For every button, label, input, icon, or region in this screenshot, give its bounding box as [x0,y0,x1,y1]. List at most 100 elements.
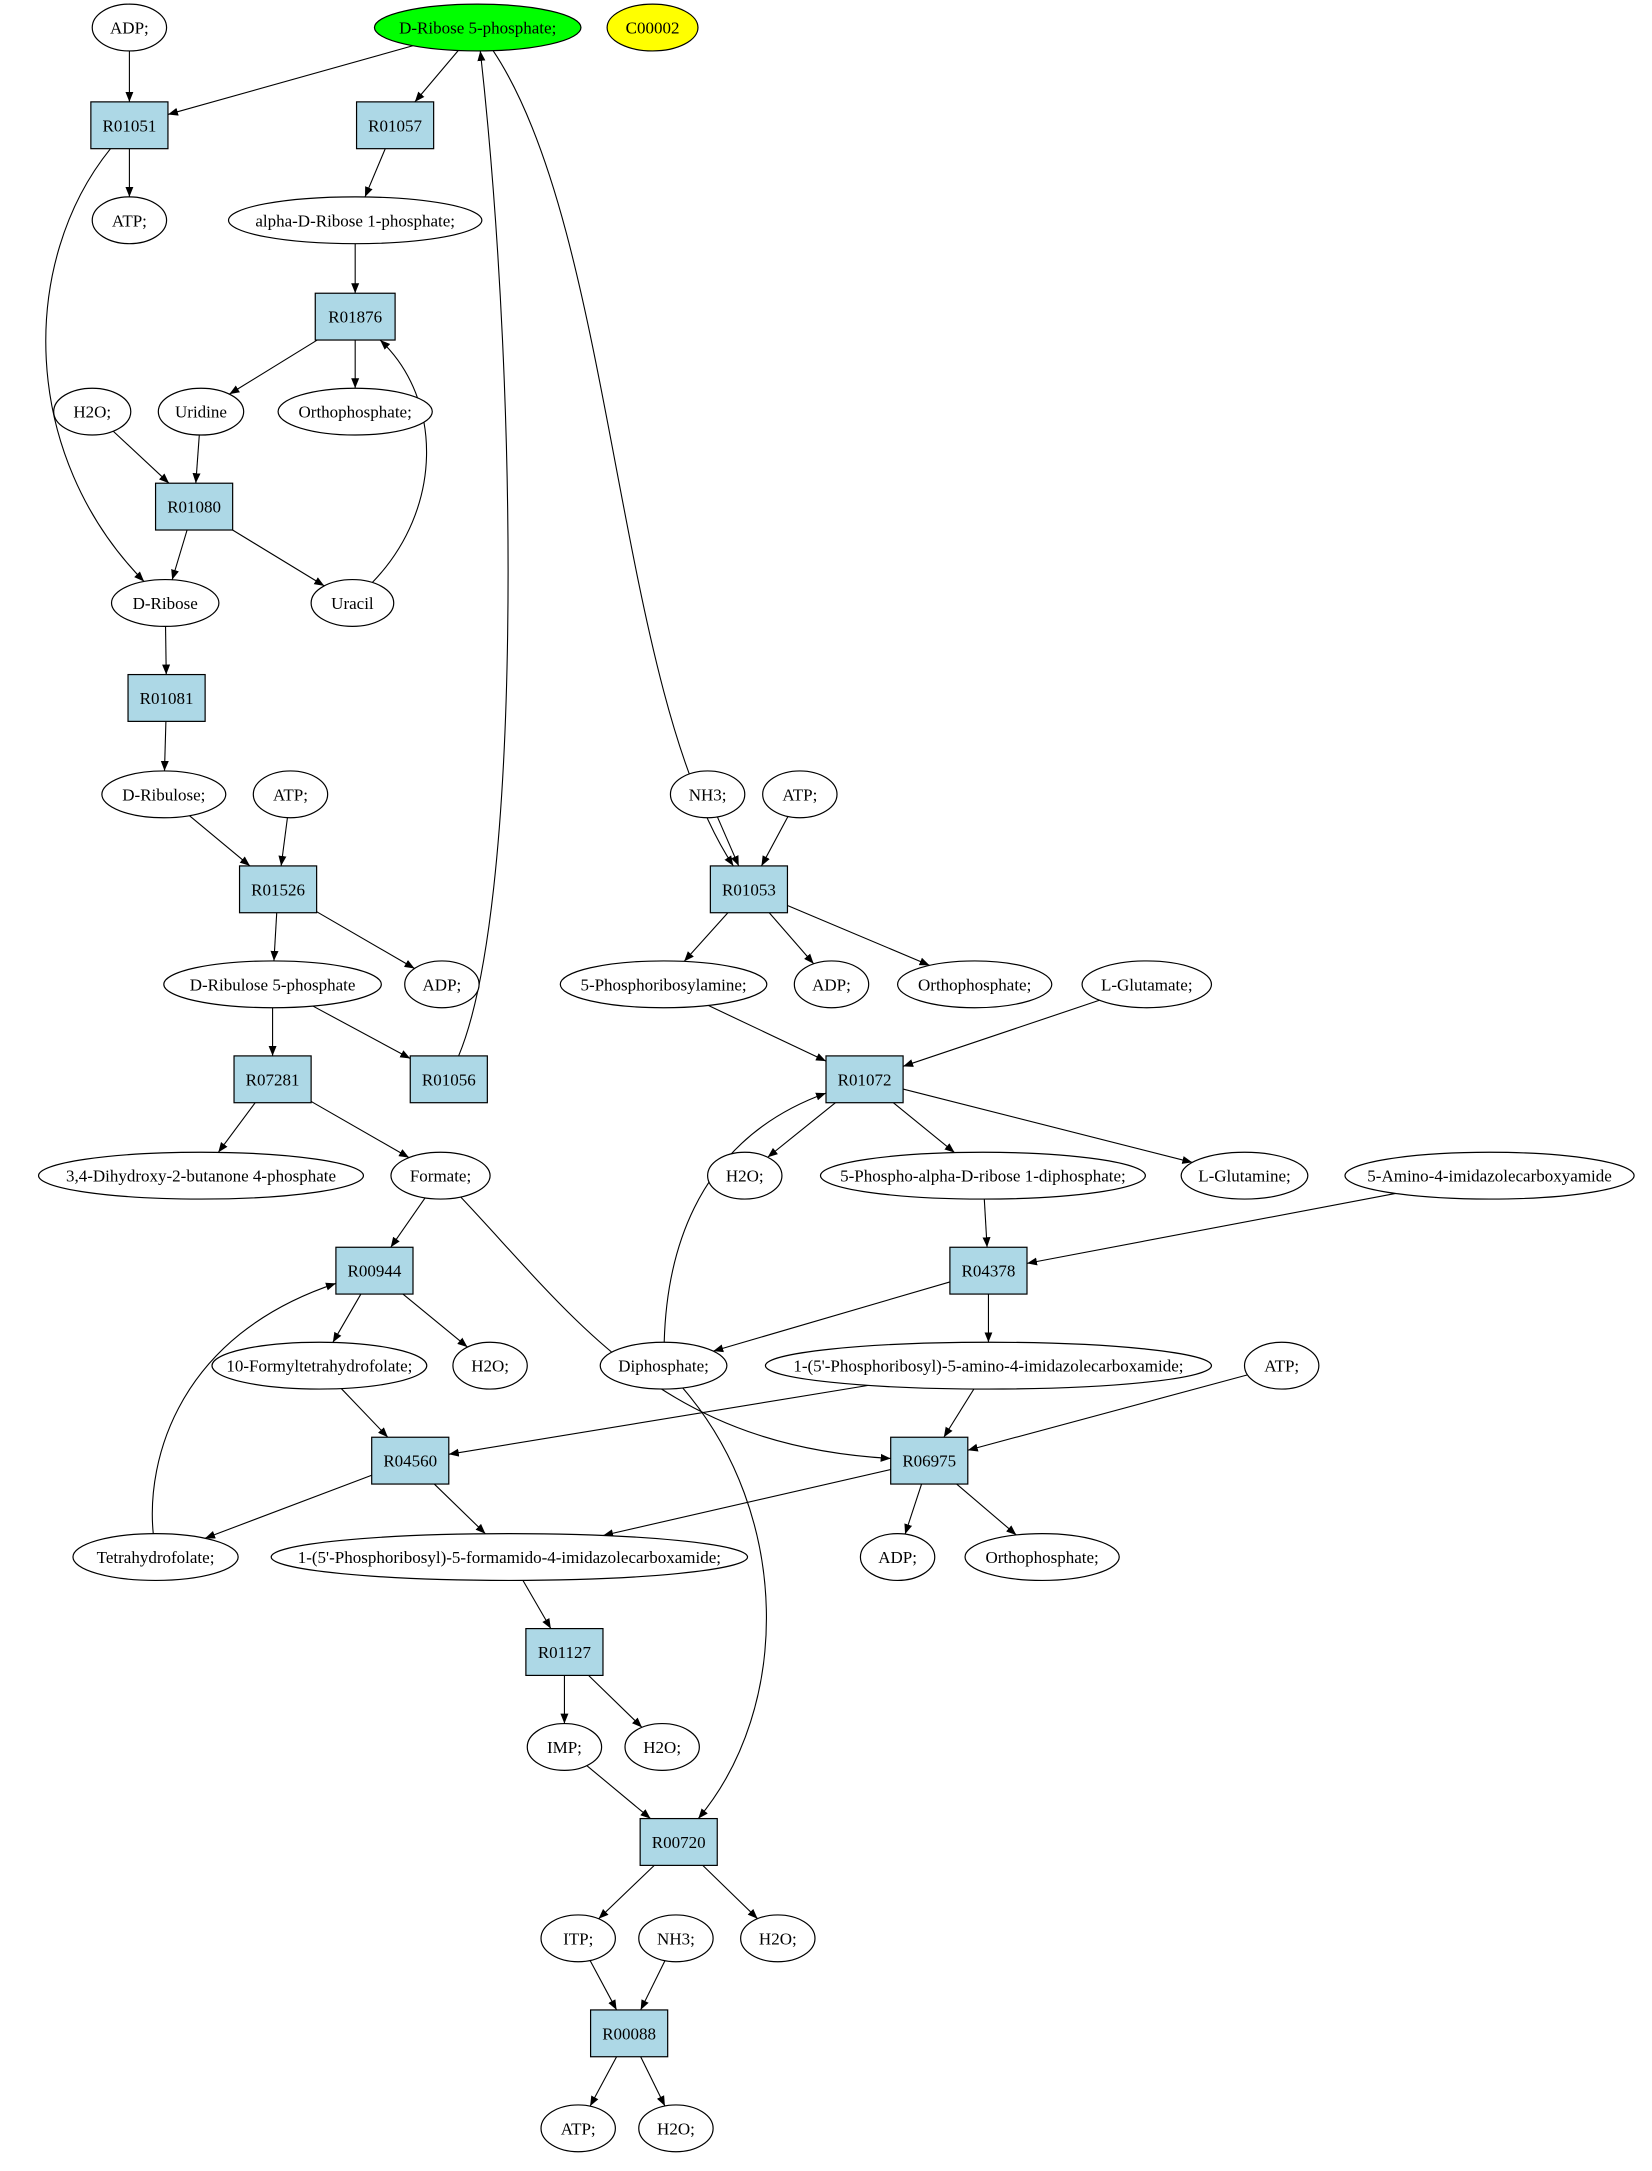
compound-node-r5p[interactable]: D-Ribose 5-phosphate; [373,3,582,52]
compound-node-lgln[interactable]: L-Glutamine; [1180,1151,1309,1200]
compound-node-atp4[interactable]: ATP; [1243,1341,1320,1390]
compound-ellipse [896,960,1053,1009]
compound-ellipse [163,960,382,1009]
compound-node-adp2[interactable]: ADP; [404,960,480,1009]
edge-R01526-to-dru5p [270,912,279,961]
compound-node-h2o2[interactable]: H2O; [707,1151,783,1200]
edge-prpp-to-R04378 [982,1199,991,1248]
compound-node-itp[interactable]: ITP; [540,1914,616,1963]
reaction-node-r04378[interactable]: R04378 [949,1246,1028,1295]
reaction-node-r00088[interactable]: R00088 [589,2009,669,2058]
compound-node-dru5p[interactable]: D-Ribulose 5-phosphate [163,960,382,1009]
compound-node-h2o5[interactable]: H2O; [740,1914,816,1963]
edge-h2o1-to-R01080 [112,430,170,484]
reaction-box [639,1817,718,1866]
compound-node-c00002[interactable]: C00002 [606,3,699,52]
edge-R01051-to-dribose [45,148,145,582]
node-label: R01081 [140,689,194,708]
edge-10fthf-to-R04560 [340,1388,389,1438]
compound-node-aicar[interactable]: 1-(5'-Phosphoribosyl)-5-amino-4-imidazol… [764,1341,1213,1390]
compound-node-ortho3[interactable]: Orthophosphate; [964,1533,1120,1582]
node-label: ADP; [878,1548,917,1567]
compound-node-nh3a[interactable]: NH3; [669,770,746,819]
reaction-node-r01526[interactable]: R01526 [238,865,318,914]
compound-node-formate[interactable]: Formate; [390,1151,491,1200]
reaction-node-r01127[interactable]: R01127 [525,1627,604,1677]
compound-node-h2o6[interactable]: H2O; [638,2104,714,2153]
compound-node-h2o1[interactable]: H2O; [53,387,132,436]
reaction-node-r06975[interactable]: R06975 [890,1436,969,1485]
reaction-node-r01081[interactable]: R01081 [127,673,206,722]
reaction-box [238,865,318,914]
reaction-node-r01053[interactable]: R01053 [709,865,789,914]
reaction-node-r07281[interactable]: R07281 [233,1055,312,1104]
compound-ellipse [252,770,329,819]
compound-node-atp1[interactable]: ATP; [91,196,168,245]
reaction-node-r01056[interactable]: R01056 [409,1055,488,1104]
node-label: R01526 [251,880,305,899]
compound-node-dribose[interactable]: D-Ribose [110,578,220,627]
reaction-box [949,1246,1028,1295]
compound-node-ortho1[interactable]: Orthophosphate; [277,387,433,436]
reaction-node-r01057[interactable]: R01057 [355,101,435,150]
node-label: L-Glutamine; [1198,1167,1291,1186]
reaction-node-r01080[interactable]: R01080 [154,482,234,531]
compound-node-imp[interactable]: IMP; [526,1722,603,1771]
compound-ellipse [373,3,582,52]
compound-node-uracil[interactable]: Uracil [310,578,395,627]
reaction-node-r00720[interactable]: R00720 [639,1817,718,1866]
compound-ellipse [762,770,838,819]
edge-R00720-to-itp [598,1864,655,1920]
edge-r5p-to-R01057 [414,50,459,103]
edge-R01876-to-uridine [229,339,318,395]
compound-node-h2o3[interactable]: H2O; [452,1341,528,1390]
compound-node-atp5[interactable]: ATP; [540,2104,616,2153]
compound-node-dhbp[interactable]: 3,4-Dihydroxy-2-butanone 4-phosphate [37,1151,365,1200]
compound-ellipse [1243,1341,1320,1390]
reaction-node-r04560[interactable]: R04560 [371,1436,450,1485]
compound-node-faicar[interactable]: 1-(5'-Phosphoribosyl)-5-formamido-4-imid… [270,1533,749,1582]
node-label: R00944 [348,1262,402,1281]
compound-ellipse [91,196,168,245]
reaction-node-r01051[interactable]: R01051 [90,101,169,150]
compound-node-ppi[interactable]: Diphosphate; [599,1341,728,1390]
edge-uridine-to-R01080 [192,434,201,484]
node-label: ATP; [561,2119,596,2138]
compound-node-adp4[interactable]: ADP; [859,1533,936,1582]
compound-node-lglu[interactable]: L-Glutamate; [1081,960,1213,1009]
edge-thf-to-R00944 [151,1282,337,1534]
compound-node-aica[interactable]: 5-Amino-4-imidazolecarboxyamide [1344,1151,1635,1200]
edge-R01053-to-5pra [683,912,729,962]
compound-node-nh3b[interactable]: NH3; [638,1914,714,1963]
compound-ellipse [101,770,227,819]
compound-node-ortho2[interactable]: Orthophosphate; [896,960,1053,1009]
node-label: NH3; [657,1929,695,1948]
compound-node-dribulose[interactable]: D-Ribulose; [101,770,227,819]
reaction-node-r01876[interactable]: R01876 [314,292,396,341]
compound-node-adp3[interactable]: ADP; [793,960,870,1009]
compound-node-atp2[interactable]: ATP; [252,770,329,819]
edge-R06975-to-adp4 [904,1483,923,1535]
reaction-node-r00944[interactable]: R00944 [335,1246,414,1295]
node-label: IMP; [547,1738,582,1757]
compound-ellipse [310,578,395,627]
reaction-node-r01072[interactable]: R01072 [825,1055,904,1104]
compound-node-adp_top[interactable]: ADP; [91,3,168,52]
edge-uracil-to-R01876 [371,339,428,583]
compound-node-10fthf[interactable]: 10-Formyltetrahydrofolate; [211,1341,428,1390]
compound-node-uridine[interactable]: Uridine [157,387,245,436]
edge-R01053-to-adp3 [768,912,815,965]
node-label: H2O; [759,1929,797,1948]
compound-node-thf[interactable]: Tetrahydrofolate; [72,1533,239,1582]
edge-R01081-to-dribulose [160,721,169,771]
node-label: R01057 [368,116,422,135]
node-label: Orthophosphate; [299,403,412,422]
edge-R00088-to-h2o6 [640,2056,666,2107]
compound-node-atp3[interactable]: ATP; [762,770,838,819]
compound-node-prpp[interactable]: 5-Phospho-alpha-D-ribose 1-diphosphate; [819,1151,1146,1200]
compound-node-5pra[interactable]: 5-Phosphoribosylamine; [559,960,768,1009]
compound-node-h2o4[interactable]: H2O; [624,1722,700,1771]
compound-node-adr1p[interactable]: alpha-D-Ribose 1-phosphate; [227,196,483,245]
compound-ellipse [404,960,480,1009]
